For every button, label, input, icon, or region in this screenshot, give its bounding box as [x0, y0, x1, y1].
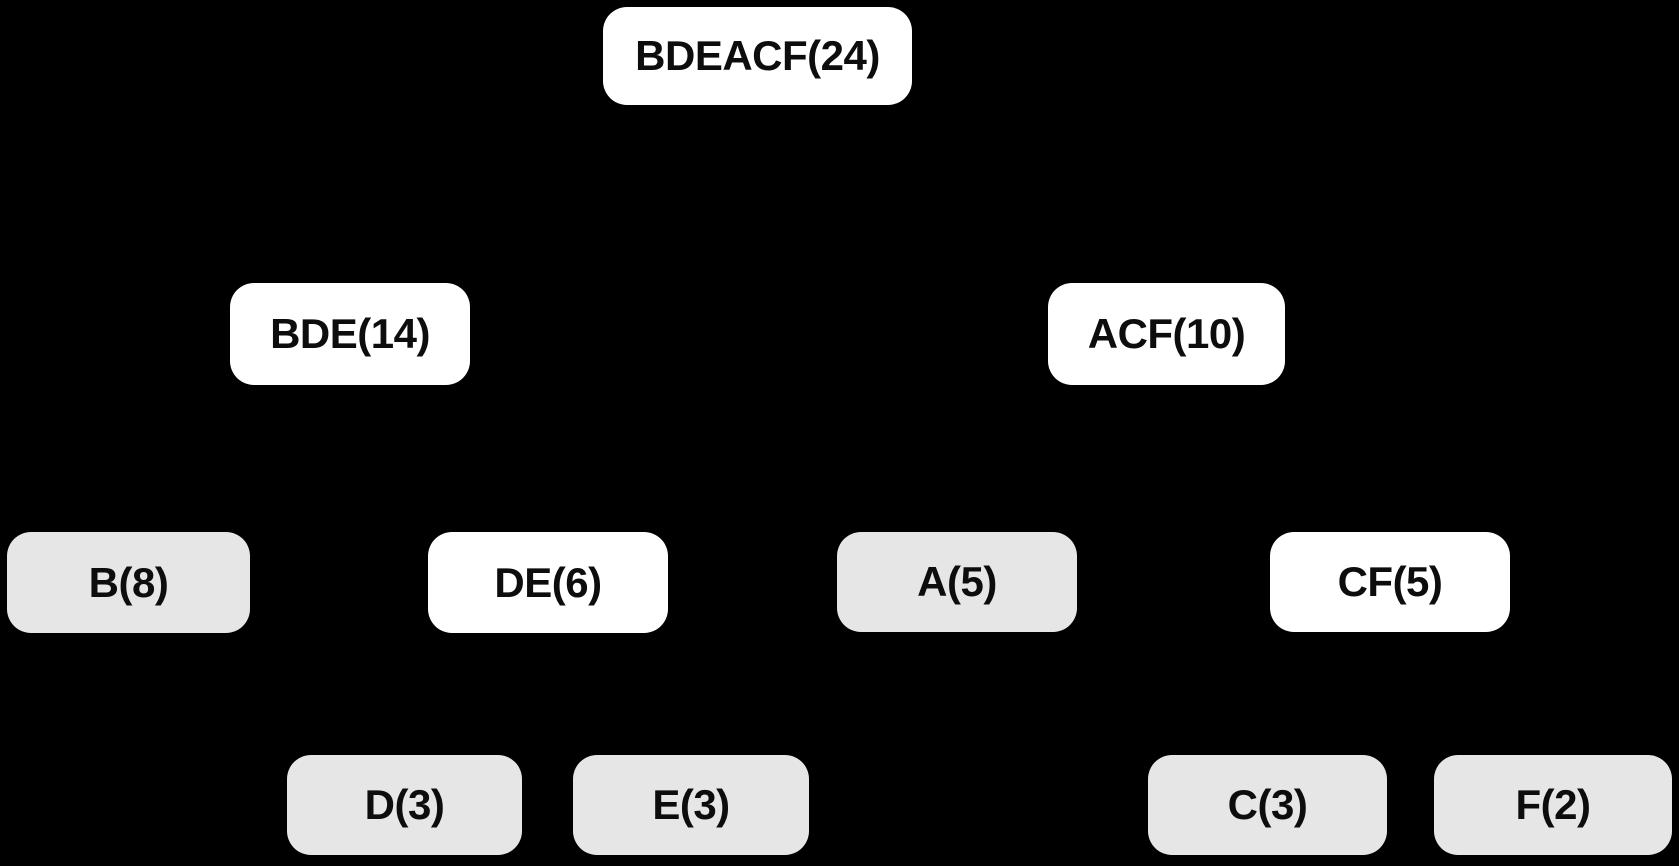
tree-node-b: B(8) [7, 532, 250, 633]
tree-node-e: E(3) [573, 755, 809, 855]
tree-node-cf: CF(5) [1270, 532, 1510, 632]
tree-node-c: C(3) [1148, 755, 1387, 855]
tree-node-bde: BDE(14) [230, 283, 470, 385]
tree-node-bdeacf: BDEACF(24) [603, 7, 912, 105]
tree-node-a: A(5) [837, 532, 1077, 632]
tree-node-d: D(3) [287, 755, 522, 855]
tree-node-acf: ACF(10) [1048, 283, 1285, 385]
tree-node-de: DE(6) [428, 532, 668, 633]
tree-node-f: F(2) [1434, 755, 1672, 855]
